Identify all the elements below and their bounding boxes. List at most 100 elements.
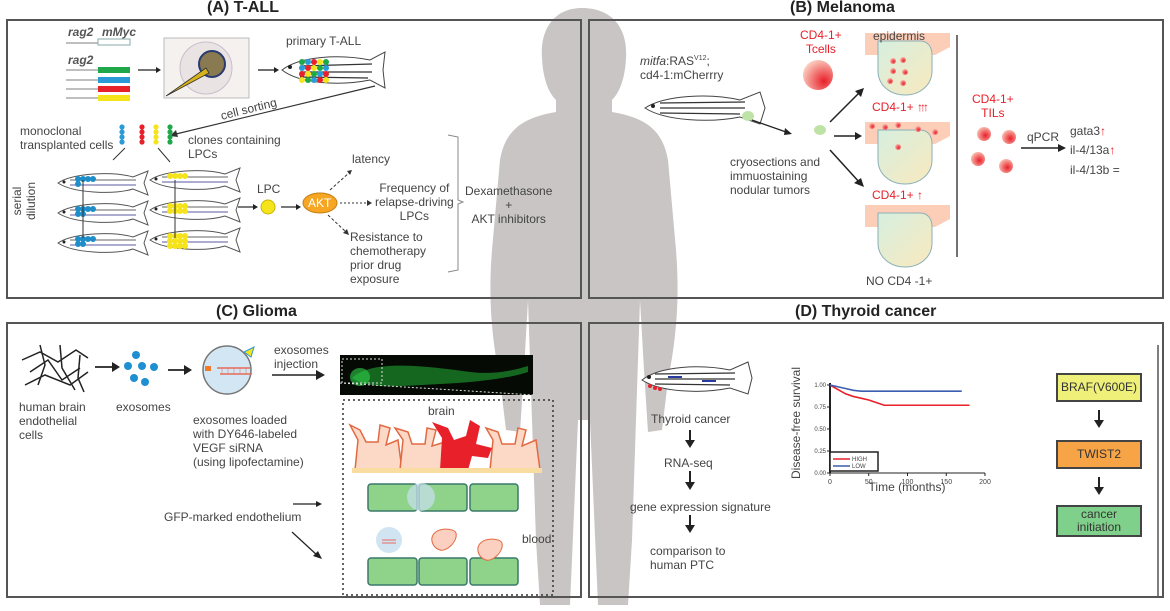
tumor-cell <box>305 65 311 71</box>
transgene-label: mitfa:RASV12; cd4-1:mCherrry <box>640 52 723 82</box>
latency-label: latency <box>352 152 391 166</box>
cascade-braf: BRAF(V600E) <box>1056 373 1142 402</box>
panel-a-tall <box>6 19 582 299</box>
chart-xlabel: Time (months) <box>869 480 946 494</box>
monoclonal-line2: transplanted cells <box>20 138 114 152</box>
cd4-cell <box>900 80 906 86</box>
tumor-cell <box>177 173 183 179</box>
tumor-cell <box>182 243 188 249</box>
tumor-cell <box>90 236 96 242</box>
tumor-cell <box>177 203 183 209</box>
cd4-cell <box>915 126 921 132</box>
clone-cell <box>167 129 173 135</box>
panel-c-title: (C) Glioma <box>216 303 297 320</box>
panel-b-melanoma <box>588 19 1164 299</box>
tumor-cell <box>177 243 183 249</box>
clone-cell <box>153 134 159 140</box>
tumor-cell <box>75 211 81 217</box>
tumor-cell <box>177 208 183 214</box>
gene-gata3-name: gata3 <box>1070 124 1101 138</box>
panel-c-glioma <box>6 322 582 598</box>
tumor-cell <box>90 176 96 182</box>
cd4-cell <box>890 58 896 64</box>
tcells-label: CD4-1+Tcells <box>800 28 842 56</box>
x-tick-label: 0 <box>828 479 832 486</box>
tumor-cell <box>167 233 173 239</box>
tumor-cell <box>323 59 329 65</box>
tumor-cell <box>182 173 188 179</box>
panel-d-thyroid <box>588 322 1164 598</box>
legend-label: HIGH <box>852 457 867 463</box>
panel-a-graphics <box>57 37 465 273</box>
transgene-v12: V12 <box>694 55 707 62</box>
tcells-line1: CD4-1+ <box>800 28 842 42</box>
primary-tall-label: primary T-ALL <box>286 34 362 48</box>
level-mid-text: CD4-1+ <box>872 188 914 202</box>
tumor-cell <box>80 176 86 182</box>
tumor-cell <box>75 241 81 247</box>
construct-bars <box>66 67 130 101</box>
pipeline-step-2: RNA-seq <box>664 456 713 470</box>
loaded-line4: (using lipofectamine) <box>193 455 304 469</box>
x-tick-label: 200 <box>979 479 991 486</box>
x-tick-label: 50 <box>865 479 873 486</box>
tumor-cell <box>317 77 323 83</box>
clone-cell <box>139 124 145 130</box>
x-tick-label: 100 <box>902 479 914 486</box>
reporter-label: cd4-1:mCherrry <box>640 68 724 82</box>
tumor-cell <box>85 236 91 242</box>
y-tick-label: 1.00 <box>814 383 826 389</box>
res-line4: exposure <box>350 272 400 286</box>
tumor-cell <box>75 181 81 187</box>
tumor-cell <box>305 71 311 77</box>
tumor-cell <box>182 233 188 239</box>
freq-line3: LPCs <box>399 209 430 223</box>
legend-label: LOW <box>852 464 866 470</box>
clone-cell <box>153 139 159 145</box>
cd4-cell <box>902 69 908 75</box>
qpcr-label: qPCR <box>1027 130 1060 144</box>
res-line2: chemotherapy <box>350 244 427 258</box>
transgene-ras: :RAS <box>666 54 695 68</box>
up-arrow-icon: ↑ <box>917 188 924 202</box>
clones-line2: LPCs <box>188 147 218 161</box>
clone-cell <box>139 134 145 140</box>
clone-cell <box>119 139 125 145</box>
level-high-text: CD4-1+ <box>872 100 914 114</box>
tumor-nodule <box>877 129 933 185</box>
tumor-cell <box>75 236 81 242</box>
tumor-cell <box>75 176 81 182</box>
tumor-cell <box>317 71 323 77</box>
tumor-cell <box>75 206 81 212</box>
tils-label: CD4-1+TILs <box>972 92 1014 120</box>
y-tick-label: 0.25 <box>814 449 826 455</box>
epidermis-label: epidermis <box>873 29 926 43</box>
cd4-cell <box>887 78 893 84</box>
monoclonal-line1: monoclonal <box>20 124 82 138</box>
construct-bar <box>98 67 130 73</box>
res-line3: prior drug <box>350 258 402 272</box>
construct-promoter-top: rag2 <box>68 25 94 39</box>
tumor-cell <box>182 208 188 214</box>
cd4-cell <box>882 124 888 130</box>
tumor-cell <box>167 238 173 244</box>
freq-line1: Frequency of <box>379 181 450 195</box>
x-tick-label: 150 <box>940 479 952 486</box>
transgene-mitfa: mitfa <box>640 54 667 68</box>
construct-bar <box>98 77 130 83</box>
clone-cell <box>119 134 125 140</box>
tumor-cell <box>177 233 183 239</box>
construct-promoter: rag2 <box>68 53 94 67</box>
method-line2: immuostaining <box>730 169 808 183</box>
injection-line1: exosomes <box>274 343 329 357</box>
tumor-cell <box>299 71 305 77</box>
clone-cell <box>139 129 145 135</box>
clone-cell <box>139 139 145 145</box>
res-line1: Resistance to <box>350 230 423 244</box>
gene-il413b: il-4/13b = <box>1070 163 1120 177</box>
tumor-cell <box>182 203 188 209</box>
